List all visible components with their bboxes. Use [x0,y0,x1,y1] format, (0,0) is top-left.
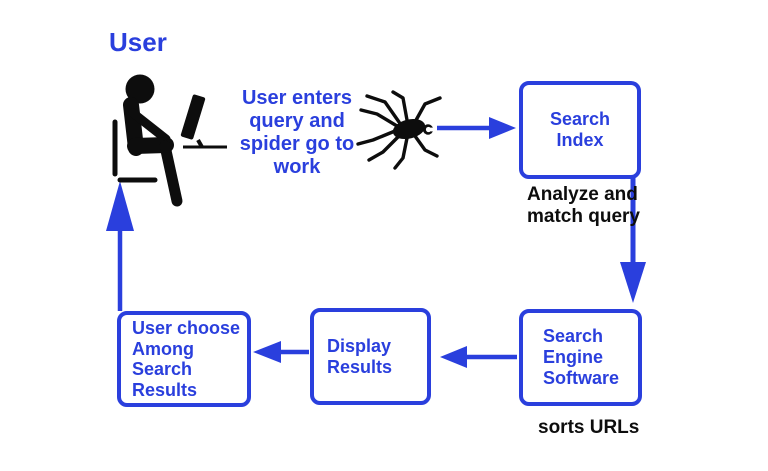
node-display-results: Display Results [310,308,431,405]
arrow-spider-to-search-index [437,117,516,139]
arrow-search-index-to-software [620,177,646,303]
sorts-note: sorts URLs [538,417,640,438]
node-user-choose: User choose Among Search Results [117,311,251,407]
node-user-choose-label: User choose Among Search Results [132,318,241,400]
arrow-user-choose-to-user [106,181,134,311]
user-at-computer-icon [112,74,227,207]
user-title: User [109,27,167,57]
spider-icon [356,90,442,170]
node-search-index-label: Search Index [549,109,611,150]
node-display-results-label: Display Results [327,335,393,377]
arrow-display-to-user-choose [253,341,309,363]
node-search-engine-software: Search Engine Software [519,309,642,406]
query-note: User enters query and spider go to work [239,87,355,178]
node-search-engine-software-label: Search Engine Software [543,326,620,388]
analyze-note: Analyze and match query [527,184,640,227]
node-search-index: Search Index [519,81,641,179]
arrow-software-to-display [440,346,517,368]
